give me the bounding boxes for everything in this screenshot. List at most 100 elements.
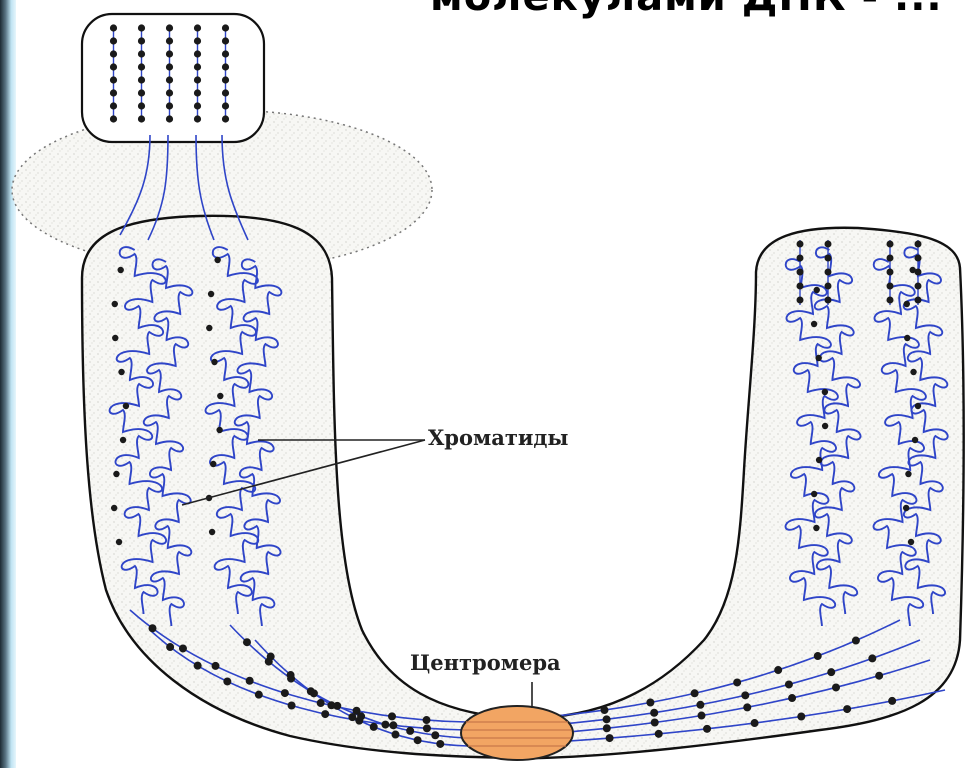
nucleosome-bead: [751, 719, 759, 727]
nucleosome-bead: [603, 715, 611, 723]
nucleosome-bead: [287, 671, 295, 679]
nucleosome-bead: [915, 255, 922, 262]
nucleosome-bead: [875, 672, 883, 680]
nucleosome-bead: [910, 369, 916, 375]
nucleosome-bead: [785, 680, 793, 688]
nucleosome-bead: [138, 63, 145, 70]
nucleosome-bead: [827, 668, 835, 676]
nucleosome-bead: [138, 115, 145, 122]
nucleosome-bead: [797, 255, 804, 262]
nucleosome-bead: [698, 712, 706, 720]
nucleosome-bead: [904, 335, 910, 341]
nucleosome-bead: [194, 76, 201, 83]
nucleosome-bead: [149, 624, 157, 632]
nucleosome-bead: [887, 255, 894, 262]
nucleosome-bead: [210, 461, 216, 467]
nucleosome-bead: [116, 539, 122, 545]
nucleosome-bead: [166, 102, 173, 109]
nucleosome-bead: [194, 63, 201, 70]
nucleosome-bead: [915, 403, 921, 409]
nucleosome-bead: [811, 321, 817, 327]
nucleosome-bead: [110, 63, 117, 70]
nucleosome-bead: [110, 50, 117, 57]
nucleosome-bead: [179, 644, 187, 652]
nucleosome-bead: [904, 301, 910, 307]
nucleosome-bead: [166, 63, 173, 70]
nucleosome-bead: [423, 724, 431, 732]
nucleosome-bead: [825, 241, 832, 248]
nucleosome-bead: [222, 24, 229, 31]
nucleosome-bead: [811, 491, 817, 497]
nucleosome-bead: [209, 529, 215, 535]
nucleosome-bead: [814, 652, 822, 660]
nucleosome-bead: [912, 437, 918, 443]
nucleosome-bead: [166, 76, 173, 83]
nucleosome-bead: [267, 653, 275, 661]
nucleosome-bead: [651, 718, 659, 726]
nucleosome-bead: [222, 50, 229, 57]
nucleosome-bead: [814, 287, 820, 293]
nucleosome-bead: [317, 699, 325, 707]
centromere-label: Центромера: [410, 650, 561, 675]
nucleosome-bead: [246, 677, 254, 685]
nucleosome-bead: [908, 539, 914, 545]
nucleosome-bead: [110, 89, 117, 96]
nucleosome-bead: [166, 89, 173, 96]
nucleosome-bead: [255, 691, 263, 699]
nucleosome-bead: [194, 50, 201, 57]
nucleosome-bead: [223, 677, 231, 685]
nucleosome-bead: [797, 283, 804, 290]
nucleosome-bead: [138, 37, 145, 44]
nucleosome-bead: [741, 691, 749, 699]
nucleosome-bead: [406, 727, 414, 735]
nucleosome-bead: [888, 697, 896, 705]
nucleosome-bead: [788, 694, 796, 702]
nucleosome-bead: [138, 24, 145, 31]
nucleosome-bead: [222, 115, 229, 122]
nucleosome-bead: [703, 725, 711, 733]
nucleosome-bead: [327, 701, 335, 709]
nucleosome-bead: [110, 24, 117, 31]
nucleosome-bead: [123, 403, 129, 409]
nucleosome-bead: [797, 241, 804, 248]
nucleosome-bead: [825, 269, 832, 276]
nucleosome-bead: [600, 706, 608, 714]
nucleosome-bead: [825, 283, 832, 290]
chromatids-label: Хроматиды: [428, 425, 568, 450]
nucleosome-bead: [222, 76, 229, 83]
nucleosome-bead: [112, 301, 118, 307]
nucleosome-bead: [194, 37, 201, 44]
nucleosome-bead: [288, 701, 296, 709]
nucleosome-bead: [357, 712, 365, 720]
nucleosome-bead: [166, 643, 174, 651]
nucleosome-bead: [691, 689, 699, 697]
nucleosome-bead: [389, 721, 397, 729]
nucleosome-bead: [646, 698, 654, 706]
nucleosome-bead: [307, 687, 315, 695]
nucleosome-bead: [222, 102, 229, 109]
nucleosome-bead: [216, 427, 222, 433]
nucleosome-bead: [815, 355, 821, 361]
nucleosome-bead: [138, 76, 145, 83]
nucleosome-bead: [743, 703, 751, 711]
nucleosome-bead: [832, 683, 840, 691]
nucleosome-bead: [110, 76, 117, 83]
nucleosome-bead: [138, 102, 145, 109]
nucleosome-bead: [816, 457, 822, 463]
nucleosome-bead: [381, 721, 389, 729]
nucleosome-bead: [110, 102, 117, 109]
nucleosome-bead: [887, 283, 894, 290]
nucleosome-bead: [166, 37, 173, 44]
nucleosome-bead: [138, 50, 145, 57]
nucleosome-bead: [348, 713, 356, 721]
nucleosome-bead: [214, 257, 220, 263]
nucleosome-bead: [915, 269, 922, 276]
nucleosome-bead: [212, 662, 220, 670]
nucleosome-bead: [650, 709, 658, 717]
nucleosome-bead: [905, 471, 911, 477]
nucleosome-bead: [111, 505, 117, 511]
nucleosome-bead: [774, 666, 782, 674]
nucleosome-bead: [825, 255, 832, 262]
nucleosome-bead: [423, 716, 431, 724]
nucleosome-bead: [887, 241, 894, 248]
